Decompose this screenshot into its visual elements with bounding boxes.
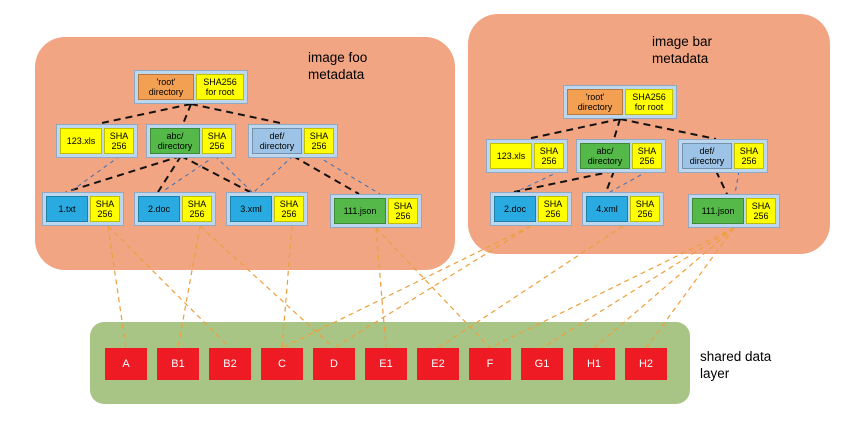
foo-2doc-label: 2.doc: [138, 196, 180, 222]
shared-block-h2: H2: [625, 348, 667, 380]
foo-3xml-sha: SHA 256: [274, 196, 304, 222]
bar-root-sha-label: SHA256 for root: [625, 89, 673, 115]
shared-block-g1: G1: [521, 348, 563, 380]
foo-node-3xml: 3.xml SHA 256: [226, 192, 308, 226]
foo-2doc-sha: SHA 256: [182, 196, 212, 222]
shared-block-f: F: [469, 348, 511, 380]
bar-def-directory-sha: SHA 256: [734, 143, 764, 169]
foo-123xls-label: 123.xls: [60, 128, 102, 154]
bar-111json-label: 111.json: [692, 198, 744, 224]
foo-root-directory-label: 'root' directory: [138, 74, 194, 100]
bar-abc-directory-sha: SHA 256: [632, 143, 662, 169]
shared-block-b1: B1: [157, 348, 199, 380]
shared-layer-title: shared data layer: [700, 349, 772, 381]
bar-title: image bar metadata: [652, 34, 713, 66]
bar-2doc-label: 2.doc: [494, 196, 536, 222]
shared-block-e2: E2: [417, 348, 459, 380]
bar-node-2doc: 2.doc SHA 256: [490, 192, 572, 226]
bar-4xml-label: 4.xml: [586, 196, 628, 222]
foo-node-111json: 111.json SHA 256: [330, 194, 422, 228]
bar-node-def-directory: def/ directory SHA 256: [678, 139, 768, 173]
bar-root-directory-label: 'root' directory: [567, 89, 623, 115]
bar-root-node: 'root' directory SHA256 for root: [563, 85, 677, 119]
foo-title: image foo metadata: [308, 50, 368, 82]
foo-111json-sha: SHA 256: [388, 198, 418, 224]
foo-123xls-sha: SHA 256: [104, 128, 134, 154]
shared-block-e1: E1: [365, 348, 407, 380]
foo-node-123xls: 123.xls SHA 256: [56, 124, 138, 158]
foo-abc-directory-label: abc/ directory: [150, 128, 200, 154]
foo-3xml-label: 3.xml: [230, 196, 272, 222]
bar-123xls-label: 123.xls: [490, 143, 532, 169]
foo-1txt-label: 1.txt: [46, 196, 88, 222]
shared-block-b2: B2: [209, 348, 251, 380]
bar-2doc-sha: SHA 256: [538, 196, 568, 222]
bar-4xml-sha: SHA 256: [630, 196, 660, 222]
bar-def-directory-label: def/ directory: [682, 143, 732, 169]
foo-node-def-directory: def/ directory SHA 256: [248, 124, 338, 158]
bar-node-4xml: 4.xml SHA 256: [582, 192, 664, 226]
shared-block-c: C: [261, 348, 303, 380]
shared-block-a: A: [105, 348, 147, 380]
bar-node-123xls: 123.xls SHA 256: [486, 139, 568, 173]
foo-root-sha-label: SHA256 for root: [196, 74, 244, 100]
foo-def-directory-sha: SHA 256: [304, 128, 334, 154]
foo-1txt-sha: SHA 256: [90, 196, 120, 222]
shared-block-h1: H1: [573, 348, 615, 380]
foo-111json-label: 111.json: [334, 198, 386, 224]
foo-node-abc-directory: abc/ directory SHA 256: [146, 124, 236, 158]
bar-abc-directory-label: abc/ directory: [580, 143, 630, 169]
bar-node-111json: 111.json SHA 256: [688, 194, 780, 228]
bar-123xls-sha: SHA 256: [534, 143, 564, 169]
foo-abc-directory-sha: SHA 256: [202, 128, 232, 154]
shared-block-d: D: [313, 348, 355, 380]
bar-node-abc-directory: abc/ directory SHA 256: [576, 139, 666, 173]
foo-root-node: 'root' directory SHA256 for root: [134, 70, 248, 104]
foo-node-1txt: 1.txt SHA 256: [42, 192, 124, 226]
foo-node-2doc: 2.doc SHA 256: [134, 192, 216, 226]
foo-def-directory-label: def/ directory: [252, 128, 302, 154]
bar-111json-sha: SHA 256: [746, 198, 776, 224]
